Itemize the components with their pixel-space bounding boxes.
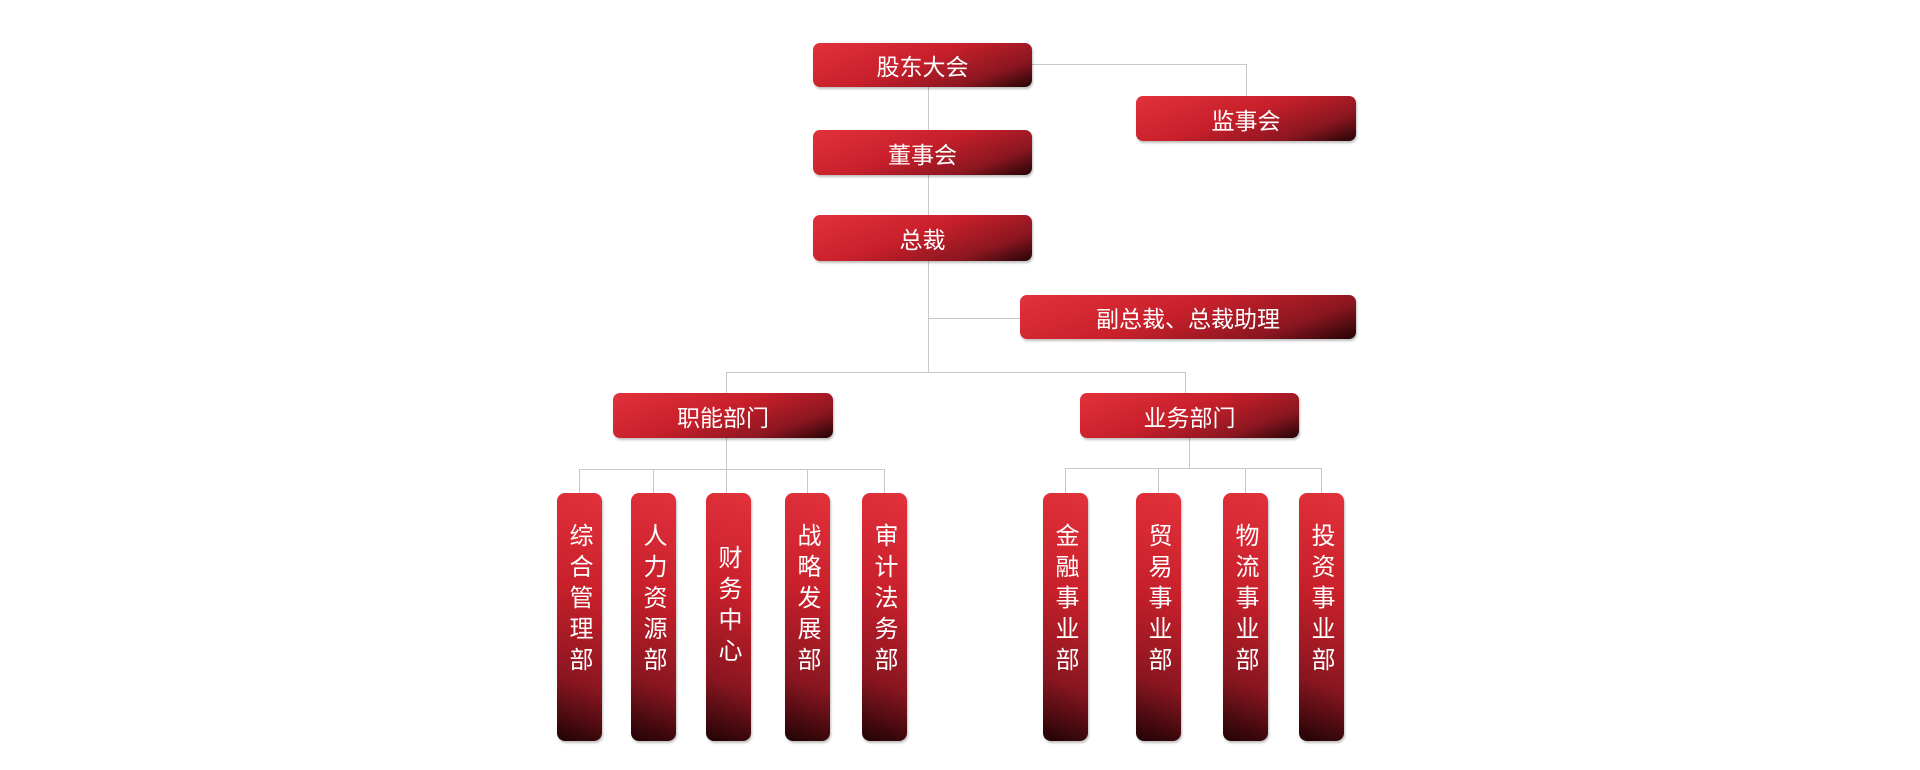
connector-line bbox=[807, 469, 808, 493]
dept-label: 财务中心 bbox=[714, 545, 742, 669]
dept-label: 战略发展部 bbox=[793, 523, 821, 678]
connector-line bbox=[1189, 438, 1190, 468]
node-supervisory-board: 监事会 bbox=[1136, 96, 1356, 141]
connector-line bbox=[1065, 468, 1321, 469]
connector-line bbox=[928, 318, 1020, 319]
dept-label: 综合管理部 bbox=[565, 523, 593, 678]
node-board-of-directors: 董事会 bbox=[813, 130, 1032, 175]
connector-line bbox=[653, 469, 654, 493]
connector-line bbox=[726, 438, 727, 493]
connector-line bbox=[579, 469, 580, 493]
connector-line bbox=[884, 469, 885, 493]
dept-investment-business: 投资事业部 bbox=[1299, 493, 1344, 741]
dept-label: 贸易事业部 bbox=[1144, 523, 1172, 678]
node-business-departments: 业务部门 bbox=[1080, 393, 1299, 438]
dept-logistics-business: 物流事业部 bbox=[1223, 493, 1268, 741]
dept-trade-business: 贸易事业部 bbox=[1136, 493, 1181, 741]
connector-line bbox=[726, 372, 1186, 373]
node-shareholders-meeting: 股东大会 bbox=[813, 43, 1032, 87]
dept-label: 人力资源部 bbox=[639, 523, 667, 678]
dept-label: 物流事业部 bbox=[1231, 523, 1259, 678]
dept-strategy-development: 战略发展部 bbox=[785, 493, 830, 741]
connector-line bbox=[1245, 468, 1246, 493]
connector-line bbox=[726, 372, 727, 393]
dept-finance-center: 财务中心 bbox=[706, 493, 751, 741]
dept-label: 金融事业部 bbox=[1051, 523, 1079, 678]
connector-line bbox=[1158, 468, 1159, 493]
node-functional-departments: 职能部门 bbox=[613, 393, 833, 438]
dept-label: 投资事业部 bbox=[1307, 523, 1335, 678]
node-vice-president: 副总裁、总裁助理 bbox=[1020, 295, 1356, 339]
connector-line bbox=[1246, 64, 1247, 96]
connector-line bbox=[1065, 468, 1066, 493]
connector-line bbox=[1032, 64, 1246, 65]
dept-label: 审计法务部 bbox=[870, 523, 898, 678]
node-president: 总裁 bbox=[813, 215, 1032, 261]
connector-line bbox=[579, 469, 884, 470]
dept-general-management: 综合管理部 bbox=[557, 493, 602, 741]
dept-audit-legal: 审计法务部 bbox=[862, 493, 907, 741]
connector-line bbox=[1321, 468, 1322, 493]
dept-finance-business: 金融事业部 bbox=[1043, 493, 1088, 741]
connector-line bbox=[1185, 372, 1186, 393]
dept-human-resources: 人力资源部 bbox=[631, 493, 676, 741]
